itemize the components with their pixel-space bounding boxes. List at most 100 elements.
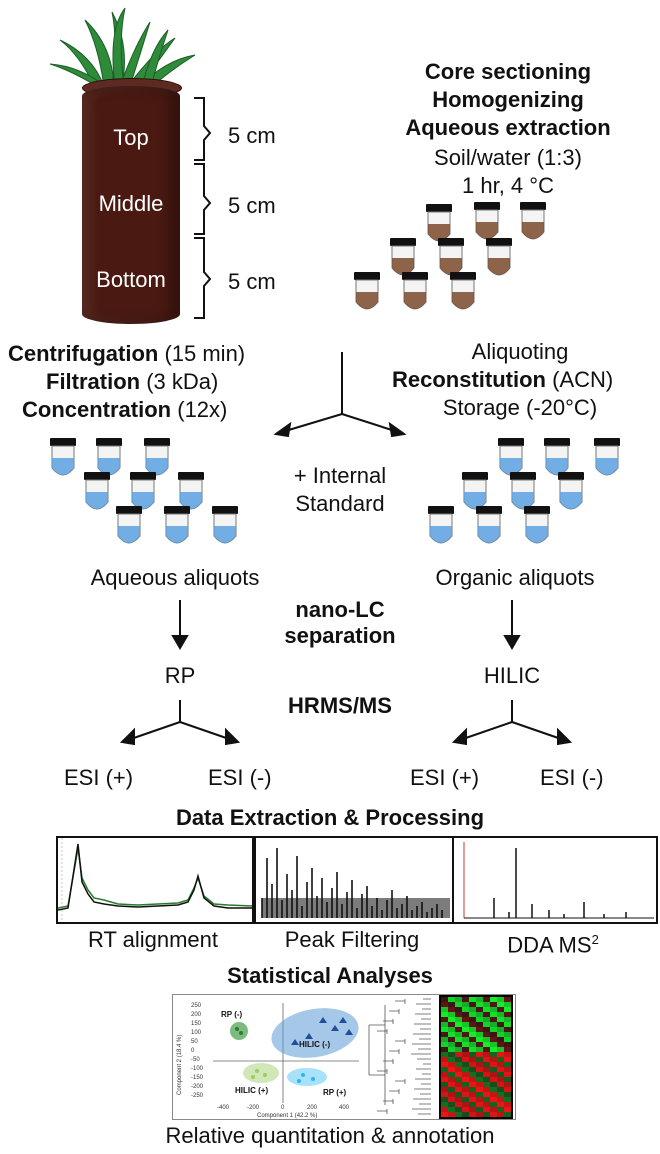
pca-axis-x: Component 1 (42.2 %) [257, 1113, 317, 1119]
depth-label-top: 5 cm [228, 123, 276, 148]
organic-tube-9 [524, 506, 550, 544]
rt-alignment-label: RT alignment [87, 927, 219, 952]
aqueous-tube-7 [116, 506, 142, 544]
dendrogram [368, 998, 431, 1115]
organic-tube-6 [558, 472, 584, 510]
pca-ytick-1: 200 [191, 1012, 202, 1018]
step-concentration: Concentration (12x) [22, 397, 228, 422]
organic-tube-4 [462, 472, 488, 510]
organic-tube-8 [476, 506, 502, 544]
step-homogenizing: Homogenizing [432, 87, 584, 112]
dda-ms2-panel [452, 836, 658, 924]
aqueous-aliquots-label: Aqueous aliquots [90, 565, 260, 590]
stats-title: Statistical Analyses [227, 963, 433, 988]
depth-label-middle: 5 cm [228, 193, 276, 218]
dda-ms2-label: DDA MS2 [507, 932, 599, 958]
aqueous-tube-4 [84, 472, 110, 510]
internal-standard-line1: + Internal [293, 463, 387, 488]
stats-caption: Relative quantitation & annotation [165, 1123, 495, 1148]
pca-ytick-5: 0 [191, 1048, 195, 1054]
step-filtration: Filtration (3 kDa) [46, 369, 219, 394]
aqueous-tube-3 [144, 438, 170, 476]
heatmap [439, 995, 513, 1119]
pca-xtick-1: -200 [247, 1105, 260, 1111]
depth-label-bottom: 5 cm [228, 269, 276, 294]
processing-title: Data Extraction & Processing [175, 805, 485, 830]
separation-label: separation [284, 623, 396, 648]
extraction-tube-3 [520, 202, 546, 240]
peak-filtering-spectrum [261, 848, 450, 918]
pca-label-hilic-pos: HILIC (+) [235, 1086, 268, 1095]
core-section-middle: Middle [98, 191, 164, 216]
pca-ytick-9: -200 [191, 1084, 204, 1090]
pca-ytick-6: -50 [191, 1057, 200, 1063]
stats-panel: RP (-) HILIC (-) HILIC (+) RP (+) -400 -… [172, 994, 516, 1120]
step-aqueous-extraction: Aqueous extraction [405, 115, 611, 140]
pca-label-rp-pos: RP (+) [323, 1088, 347, 1097]
aqueous-tube-8 [164, 506, 190, 544]
extraction-tube-6 [486, 238, 512, 276]
extraction-tube-2 [474, 202, 500, 240]
step-centrifugation: Centrifugation (15 min) [8, 341, 246, 366]
peak-filtering-panel [254, 836, 454, 924]
pca-xtick-4: 400 [339, 1105, 350, 1111]
pca-xtick-0: -400 [217, 1105, 230, 1111]
organic-tube-1 [498, 438, 524, 476]
organic-aliquots-label: Organic aliquots [435, 565, 595, 590]
rt-alignment-chromatogram [58, 838, 252, 922]
step-extraction-conditions: 1 hr, 4 °C [462, 173, 554, 198]
step-soil-water-ratio: Soil/water (1:3) [434, 145, 582, 170]
dda-ms2-spectrum [463, 842, 654, 919]
aqueous-tube-2 [96, 438, 122, 476]
pca-plot: RP (-) HILIC (-) HILIC (+) RP (+) -400 -… [177, 1003, 359, 1119]
column-hilic: HILIC [483, 663, 541, 688]
extraction-tube-7 [354, 272, 380, 310]
esi-positive-rp: ESI (+) [64, 765, 134, 790]
pca-axis-y: Component 2 (18.4 %) [177, 1035, 183, 1095]
soil-core [82, 86, 180, 324]
step-aliquoting: Aliquoting [471, 339, 569, 364]
pca-label-rp-neg: RP (-) [221, 1010, 243, 1019]
pca-xtick-2: 0 [281, 1105, 285, 1111]
extraction-tube-1 [426, 204, 452, 242]
aqueous-tube-5 [130, 472, 156, 510]
aqueous-tube-6 [178, 472, 204, 510]
aqueous-tube-9 [212, 506, 238, 544]
step-core-sectioning: Core sectioning [424, 59, 592, 84]
core-section-top: Top [113, 125, 149, 150]
pca-ytick-4: 50 [191, 1039, 198, 1045]
pca-ytick-2: 150 [191, 1021, 202, 1027]
extraction-tube-9 [450, 272, 476, 310]
organic-tube-7 [428, 506, 454, 544]
pca-label-hilic-neg: HILIC (-) [299, 1040, 330, 1049]
rt-alignment-panel [56, 836, 254, 924]
esi-positive-hilic: ESI (+) [410, 765, 480, 790]
peak-filtering-label: Peak Filtering [284, 927, 420, 952]
pca-ytick-8: -150 [191, 1075, 204, 1081]
column-rp: RP [164, 663, 196, 688]
esi-negative-rp: ESI (-) [208, 765, 272, 790]
pca-ytick-3: 100 [191, 1030, 202, 1036]
extraction-tube-5 [438, 238, 464, 276]
aqueous-tube-1 [50, 438, 76, 476]
hrms-label: HRMS/MS [288, 693, 392, 718]
esi-negative-hilic: ESI (-) [540, 765, 604, 790]
organic-tube-5 [510, 472, 536, 510]
pca-ytick-10: -250 [191, 1093, 204, 1099]
internal-standard-line2: Standard [295, 491, 385, 516]
pca-ytick-0: 250 [191, 1003, 202, 1009]
pca-ytick-7: -100 [191, 1066, 204, 1072]
extraction-tube-8 [402, 272, 428, 310]
pca-xtick-3: 200 [307, 1105, 318, 1111]
extraction-tube-4 [390, 238, 416, 276]
core-section-bottom: Bottom [96, 267, 166, 292]
step-reconstitution: Reconstitution (ACN) [392, 367, 614, 392]
step-storage: Storage (-20°C) [442, 395, 598, 420]
